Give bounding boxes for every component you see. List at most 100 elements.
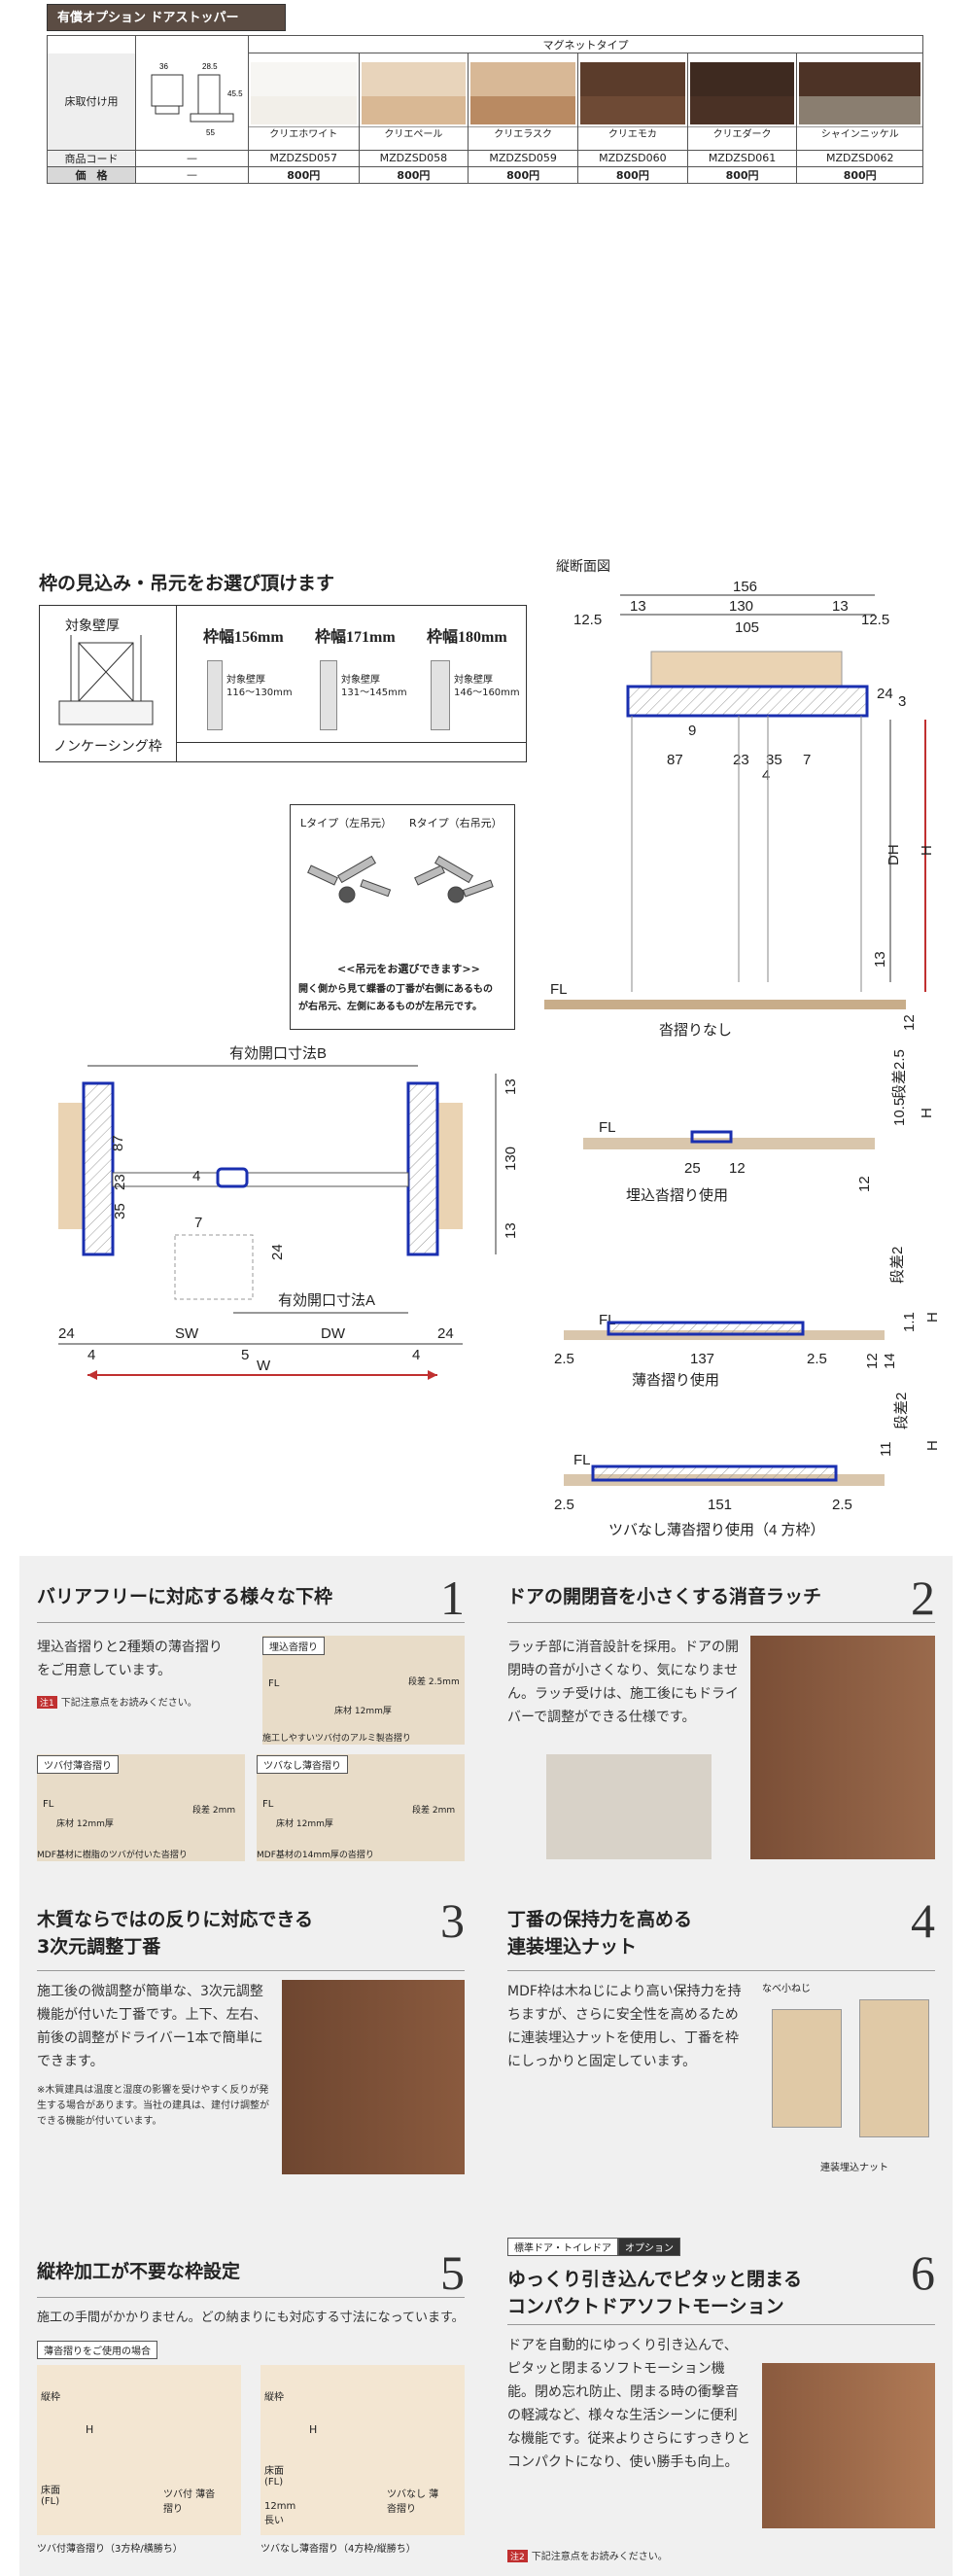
embed-sill-illustration: 埋込沓摺り FL 床材 12mm厚 段差 2.5mm 施工しやすいツバ付のアルミ…: [262, 1636, 465, 1745]
stopper-name: クリエペール: [359, 125, 469, 143]
flange-step: 段差2: [893, 1393, 910, 1429]
long-label: 12mm 長い: [264, 2501, 296, 2526]
divider: [507, 1970, 935, 1971]
price: 800円: [686, 165, 798, 184]
price: 800円: [576, 165, 688, 184]
embed-label: 埋込沓摺り使用: [626, 1187, 728, 1204]
plan-4: 4: [192, 1168, 200, 1184]
dim-156: 156: [733, 579, 757, 595]
tsuba-on-label: ツバ付 薄沓摺り: [163, 2489, 216, 2515]
plan-130: 130: [503, 1147, 519, 1171]
divider: [37, 2297, 465, 2298]
section-title: 縦断面図: [556, 559, 610, 575]
dim-13: 13: [872, 951, 888, 968]
dim-base: 55: [206, 128, 215, 137]
feature-body: 施工後の微調整が簡単な、3次元調整機能が付いた丁番です。上下、左右、前後の調整が…: [37, 1984, 267, 2069]
divider: [37, 1622, 465, 1623]
tsuba-caption: MDF基材に樹脂のツバが付いた沓摺り: [37, 1851, 188, 1860]
stopper-swatch: [470, 61, 575, 124]
nut-illustration: なべ小ねじ 連装埋込ナット: [762, 1980, 935, 2174]
l-type-label: Lタイプ（左吊元）: [300, 817, 393, 829]
plan-23: 23: [112, 1174, 128, 1190]
stopper-swatch: [689, 61, 795, 124]
no-tsuba-caption: MDF基材の14mm厚の沓摺り: [257, 1851, 374, 1860]
product-code: MZDZSD057: [248, 149, 360, 167]
flange-11: 11: [878, 1441, 894, 1457]
stopper-color-3: クリエモカ: [576, 53, 688, 151]
stopper-color-2: クリエラスク: [468, 53, 578, 151]
fl-label: FL: [550, 981, 568, 998]
tsuba-sill-illustration: ツバ付薄沓摺り FL 床材 12mm厚 段差 2mm MDF基材に樹脂のツバが付…: [37, 1754, 245, 1861]
dim-9: 9: [688, 723, 696, 739]
flange-label: ツバなし薄沓摺り使用（4 方枠）: [608, 1522, 825, 1538]
floor-label: 床材 12mm厚: [56, 1819, 114, 1829]
magnet-type-label: マグネットタイプ: [248, 35, 923, 53]
divider: [37, 1970, 465, 1971]
empty-cell: [135, 35, 249, 53]
no-tsuba-frame-caption: ツバなし薄沓摺り（4方枠/縦勝ち）: [260, 2544, 416, 2555]
target-wall-label: 対象壁厚: [65, 618, 120, 634]
non-casing-cell: 対象壁厚 ノンケーシング枠: [40, 606, 177, 761]
plan-35: 35: [112, 1203, 128, 1219]
latch-photo: [750, 1636, 935, 1859]
plan-13b: 13: [503, 1222, 519, 1239]
stopper-name: クリエラスク: [469, 125, 577, 143]
dim-13-right: 13: [832, 598, 849, 615]
stopper-swatch: [361, 61, 467, 124]
tsuba-off-label: ツバなし 薄沓摺り: [387, 2489, 439, 2515]
feature-1: バリアフリーに対応する様々な下枠 1 埋込沓摺りと2種類の薄沓摺りをご用意してい…: [37, 1570, 465, 1865]
feature-body: ドアを自動的にゆっくり引き込んで、ピタッと閉まるソフトモーション機能。閉め忘れ防…: [507, 2338, 750, 2470]
dim-3: 3: [898, 693, 906, 710]
divider: [507, 2324, 935, 2325]
product-code: MZDZSD060: [576, 149, 688, 167]
product-code: MZDZSD062: [796, 149, 923, 167]
stopper-color-5: シャインニッケル: [796, 53, 923, 151]
dim-dh: DH: [885, 844, 902, 865]
feature-title: ドアの開閉音を小さくする消音ラッチ: [507, 1586, 822, 1607]
embed-12b: 12: [856, 1176, 873, 1192]
stopper-swatch: [251, 61, 357, 124]
non-casing-drawing: [58, 635, 154, 725]
frame-width-box: 対象壁厚 ノンケーシング枠 枠幅156mm 枠幅171mm 枠幅180mm 対象…: [39, 605, 527, 762]
plan-5: 5: [241, 1347, 249, 1363]
nut-label: 連装埋込ナット: [820, 2163, 888, 2173]
thin-137: 137: [690, 1351, 714, 1367]
vert-label: 縦枠: [41, 2392, 60, 2403]
embed-10-5: 10.5: [891, 1098, 908, 1126]
plan-13a: 13: [503, 1078, 519, 1095]
feature-number: 4: [911, 1893, 935, 1948]
flange-2-5-right: 2.5: [832, 1497, 852, 1513]
dim-4: 4: [762, 767, 770, 784]
embed-step: 段差2.5: [891, 1049, 908, 1099]
plan-24v: 24: [269, 1244, 286, 1260]
fl-label: FL: [43, 1799, 54, 1810]
tag-tsuba: ツバ付薄沓摺り: [37, 1755, 119, 1774]
tag-no-tsuba: ツバなし薄沓摺り: [257, 1755, 348, 1774]
embed-12: 12: [729, 1160, 746, 1177]
thin-step: 段差2: [889, 1247, 906, 1284]
feature-title: 縦枠加工が不要な枠設定: [37, 2261, 241, 2282]
feature-number: 3: [440, 1893, 465, 1948]
vert-label: 縦枠: [264, 2392, 284, 2403]
step-label: 段差 2.5mm: [408, 1677, 460, 1687]
hinge-note-1: <<吊元をお選びできます>>: [337, 963, 480, 975]
plan-4-left: 4: [87, 1347, 95, 1363]
feature-2: ドアの開閉音を小さくする消音ラッチ 2 ラッチ部に消音設計を採用。ドアの開閉時の…: [507, 1570, 935, 1865]
plan-w: W: [257, 1358, 271, 1374]
step-label: 段差 2mm: [192, 1806, 236, 1816]
plan-7: 7: [194, 1215, 202, 1231]
embed-h: H: [919, 1108, 935, 1118]
feature-number: 2: [911, 1570, 935, 1625]
dim-12-5-right: 12.5: [861, 612, 889, 628]
stopper-color-1: クリエペール: [358, 53, 469, 151]
feature-tags: 標準ドア・トイレドアオプション: [507, 2237, 935, 2256]
no-tsuba-frame-illustration: 縦枠 H 床面 (FL) 12mm 長い ツバなし 薄沓摺り: [260, 2365, 465, 2535]
feature-body: 施工の手間がかかりません。どの納まりにも対応する寸法になっています。: [37, 2311, 465, 2325]
stopper-color-4: クリエダーク: [686, 53, 798, 151]
feature-title: ゆっくり引き込んでピタッと閉まるコンパクトドアソフトモーション: [507, 2269, 803, 2317]
thin-14: 14: [882, 1353, 898, 1369]
feature-5: 縦枠加工が不要な枠設定 5 施工の手間がかかりません。どの納まりにも対応する寸法…: [37, 2245, 465, 2559]
